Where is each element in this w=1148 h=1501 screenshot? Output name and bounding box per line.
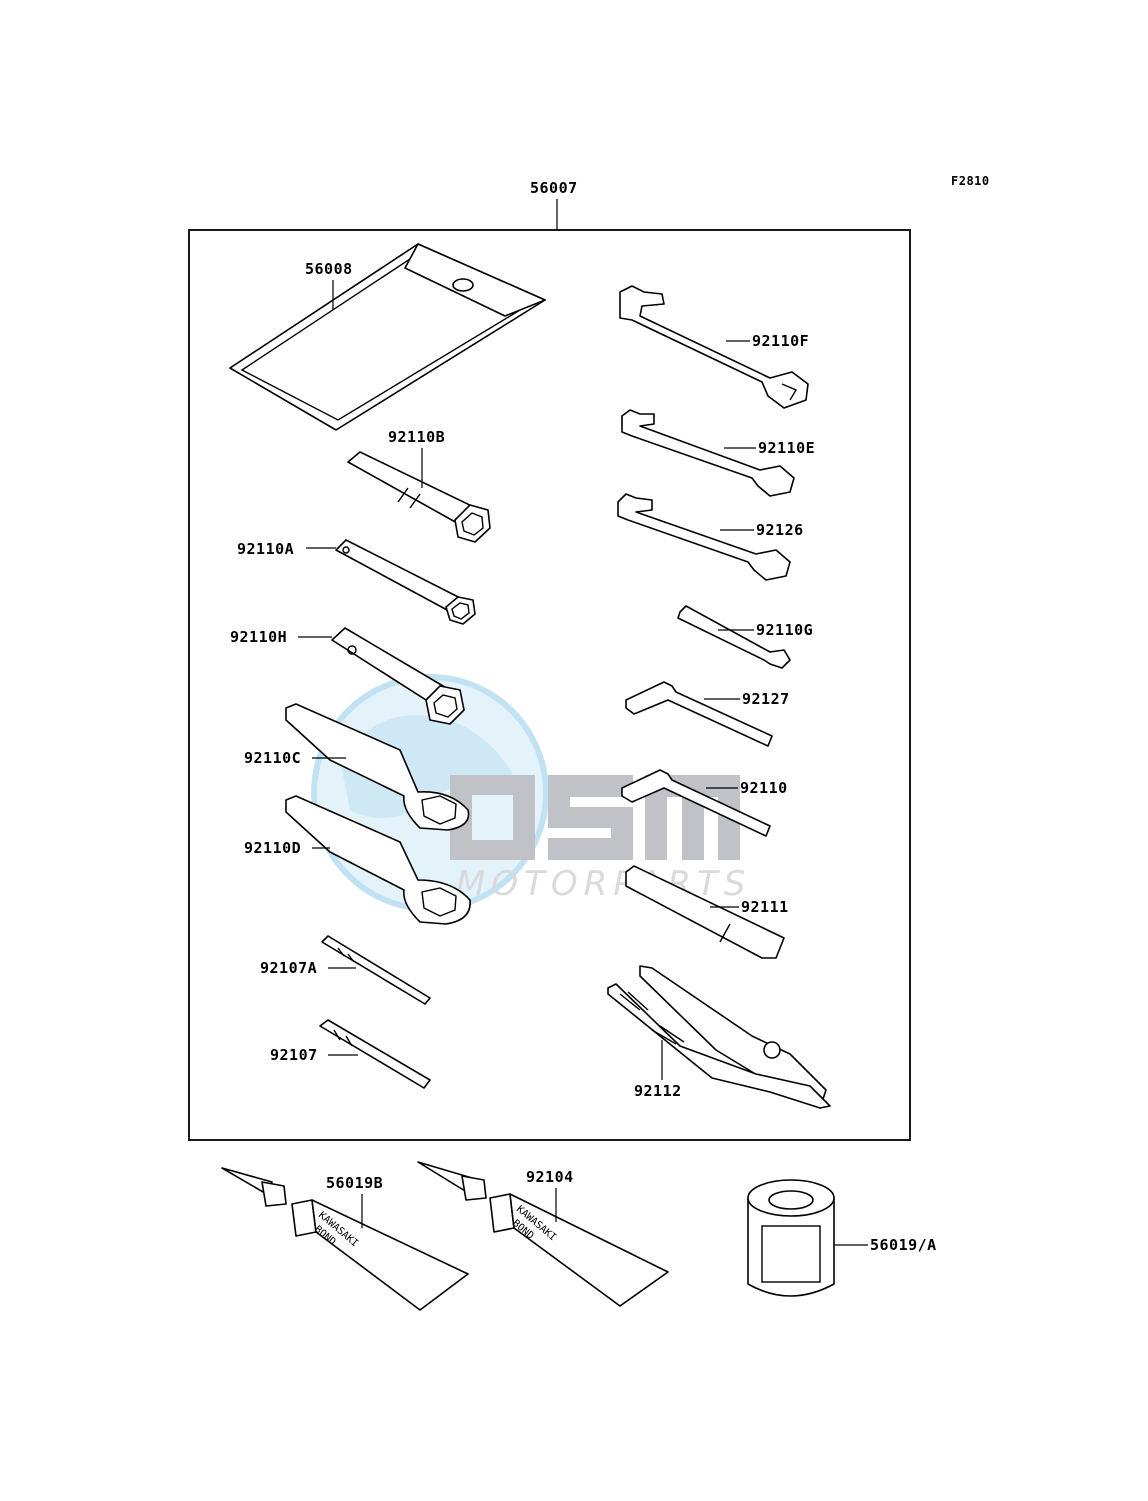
watermark-subtitle: MOTORPARTS [456, 864, 751, 904]
part-label-92110c: 92110C [244, 749, 301, 767]
part-label-92110: 92110 [740, 779, 788, 797]
part-label-92104: 92104 [526, 1168, 574, 1186]
ring-wrench-c [285, 703, 470, 831]
part-label-92127: 92127 [742, 690, 790, 708]
part-label-92110e: 92110E [758, 439, 815, 457]
part-label-92112: 92112 [634, 1082, 682, 1100]
ring-wrench-d [285, 795, 471, 925]
hex-key-92127 [625, 681, 773, 747]
tool-pouch [229, 243, 546, 431]
part-label-92107a: 92107A [260, 959, 317, 977]
kit-label: 56007 [530, 179, 578, 197]
oil-filter [747, 1179, 835, 1297]
screwdriver [319, 1019, 431, 1089]
part-label-92107: 92107 [270, 1046, 318, 1064]
box-wrench-a [335, 539, 476, 625]
part-label-92111: 92111 [741, 898, 789, 916]
part-label-92110a: 92110A [237, 540, 294, 558]
part-label-92110b: 92110B [388, 428, 445, 446]
part-label-56019a: 56019/A [870, 1236, 937, 1254]
part-label-92126: 92126 [756, 521, 804, 539]
part-label-56019b: 56019B [326, 1174, 383, 1192]
pliers [607, 965, 831, 1109]
part-label-56008: 56008 [305, 260, 353, 278]
bond-tube-right: KAWASAKI BOND [417, 1161, 669, 1307]
spanner-f [619, 285, 809, 409]
watermark-letters [450, 775, 740, 860]
box-wrench-h [331, 627, 465, 725]
hex-key-92110 [621, 769, 771, 837]
box-wrench-b [347, 451, 491, 543]
screwdriver-a [321, 935, 431, 1005]
spanner-92126 [617, 493, 791, 581]
part-label-92110d: 92110D [244, 839, 301, 857]
part-label-92110g: 92110G [756, 621, 813, 639]
figure-code: F2810 [951, 174, 990, 188]
extension-bar [625, 865, 785, 959]
part-label-92110f: 92110F [752, 332, 809, 350]
tool-kit-box [188, 229, 911, 1141]
part-label-92110h: 92110H [230, 628, 287, 646]
spanner-e [621, 409, 795, 497]
spanner-g [677, 605, 791, 669]
